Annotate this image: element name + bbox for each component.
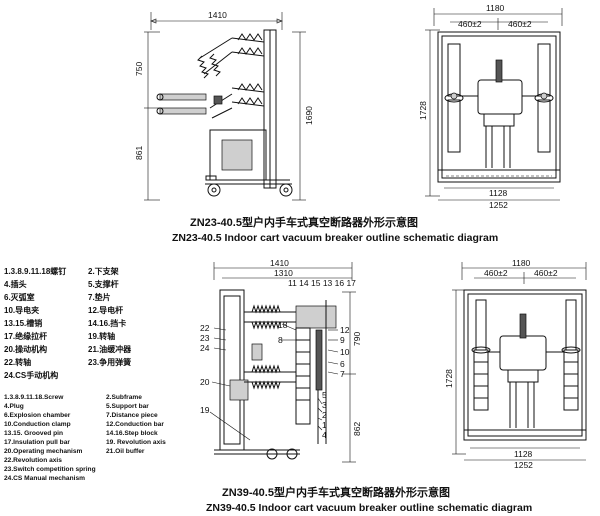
zn39-side-view: 1410 1310 11 14 15 13 16 17 790 862 (200, 258, 362, 463)
part-number: 6 (340, 359, 345, 369)
zn39-top-labels: 11 14 15 13 16 17 (288, 278, 356, 288)
legend-en-item: 10.Conduction clamp (4, 421, 71, 428)
legend-en-item: 14.16.Step block (106, 430, 158, 437)
part-number: 12 (340, 325, 350, 335)
zn23-front-right-half: 460±2 (508, 19, 532, 29)
zn39-front-left-half: 460±2 (484, 268, 508, 278)
zn39-inner-dim: 1310 (274, 268, 293, 278)
legend-en-item: 2.Subframe (106, 394, 142, 401)
legend-cn: 1.3.8.9.11.18螺钉 2.下支架 4.插头 5.支撑杆 6.灭弧室 7… (4, 266, 132, 380)
zn39-base-outer-dim: 1252 (514, 460, 533, 470)
legend-cn-item: 7.垫片 (88, 292, 111, 302)
part-number: 9 (340, 335, 345, 345)
legend-en-item: 19. Revolution axis (106, 439, 166, 446)
zn23-width-dim: 1410 (208, 10, 227, 20)
zn39-lower-insulator (244, 364, 296, 390)
zn39-upper-insulator (244, 304, 337, 330)
legend-en-item: 20.Operating mechanism (4, 448, 83, 455)
zn39-pole (295, 300, 327, 444)
legend-en-item: 4.Plug (4, 403, 24, 410)
legend-cn-item: 5.支撑杆 (88, 279, 119, 289)
part-number: 2 (322, 410, 327, 420)
zn23-base-outer-dim: 1252 (489, 200, 508, 210)
legend-cn-item: 1.3.8.9.11.18螺钉 (4, 266, 66, 276)
parts-legend: 1.3.8.9.11.18螺钉 2.下支架 4.插头 5.支撑杆 6.灭弧室 7… (4, 266, 166, 482)
legend-cn-item: 13.15.槽销 (4, 318, 42, 328)
legend-en-item: 5.Support bar (106, 403, 149, 410)
legend-en-item: 24.CS Manual mechanism (4, 475, 85, 482)
legend-en-item: 1.3.8.9.11.18.Screw (4, 394, 64, 401)
zn39-pole-right (561, 299, 581, 411)
zn23-base-inner-dim: 1128 (489, 188, 508, 198)
zn23-lower-dim: 861 (134, 146, 144, 160)
legend-en-item: 22.Revolution axis (4, 457, 62, 464)
legend-cn-item: 19.转轴 (88, 331, 115, 341)
zn23-pole-left (444, 43, 464, 153)
part-number: 20 (200, 377, 210, 387)
zn23-front-width-dim: 1180 (486, 3, 505, 13)
zn23-front-height-dim: 1728 (418, 101, 428, 120)
legend-en: 1.3.8.9.11.18.Screw 2.Subframe 4.Plug 5.… (4, 394, 166, 482)
legend-cn-item: 4.插头 (4, 279, 27, 289)
part-number: 10 (340, 347, 350, 357)
zn39-front-width-dim: 1180 (512, 258, 531, 268)
part-number: 7 (340, 369, 345, 379)
zn39-base-inner-dim: 1128 (514, 449, 533, 459)
zn23-upper-dim: 750 (134, 62, 144, 76)
legend-cn-item: 14.16.挡卡 (88, 318, 126, 328)
legend-en-item: 21.Oil buffer (106, 448, 145, 455)
zn39-caption-en: ZN39-40.5 Indoor cart vacuum breaker out… (206, 502, 532, 514)
zn39-width-dim: 1410 (270, 258, 289, 268)
legend-cn-item: 20.操动机构 (4, 344, 47, 354)
zn23-caption-en: ZN23-40.5 Indoor cart vacuum breaker out… (172, 232, 498, 244)
legend-cn-item: 24.CS手动机构 (4, 370, 58, 380)
part-number: 18 (278, 320, 288, 330)
legend-cn-item: 6.灭弧室 (4, 292, 35, 302)
legend-cn-item: 10.导电夹 (4, 305, 39, 315)
zn23-height-dim: 1690 (304, 106, 314, 125)
zn39-upper-dim: 790 (352, 332, 362, 346)
zn23-pole-center (460, 59, 538, 168)
part-number: 5 (322, 390, 327, 400)
legend-cn-item: 17.绝缘拉杆 (4, 331, 47, 341)
zn39-lower-dim: 862 (352, 422, 362, 436)
zn39-pole-center (486, 313, 564, 428)
legend-cn-item: 2.下支架 (88, 266, 119, 276)
part-number: 1 (322, 420, 327, 430)
zn23-upper-insulator (197, 33, 263, 79)
zn23-front-left-half: 460±2 (458, 19, 482, 29)
zn39-pole-left (471, 299, 491, 411)
legend-cn-item: 22.转轴 (4, 357, 31, 367)
zn39-front-view: 1180 460±2 460±2 1728 (444, 258, 587, 470)
legend-en-item: 6.Explosion chamber (4, 412, 71, 419)
part-number: 4 (322, 430, 327, 440)
zn39-front-height-dim: 1728 (444, 369, 454, 388)
part-number: 22 (200, 323, 210, 333)
legend-cn-item: 21.油缓冲器 (88, 344, 132, 354)
zn23-side-view: 1410 750 861 1690 (134, 10, 314, 201)
zn39-caption-cn: ZN39-40.5型户内手车式真空断路器外形示意图 (222, 485, 450, 499)
zn23-caption-cn: ZN23-40.5型户内手车式真空断路器外形示意图 (190, 215, 418, 229)
part-number: 23 (200, 333, 210, 343)
part-number: 19 (200, 405, 210, 415)
legend-cn-item: 12.导电杆 (88, 305, 123, 315)
zn23-pole-right (534, 43, 554, 153)
legend-en-item: 7.Distance piece (106, 412, 158, 419)
legend-en-item: 17.Insulation pull bar (4, 439, 70, 446)
zn39-front-right-half: 460±2 (534, 268, 558, 278)
legend-en-item: 23.Switch competition spring (4, 466, 96, 473)
zn23-front-view: 1180 460±2 460±2 1728 (418, 3, 563, 210)
part-number: 8 (278, 335, 283, 345)
part-number: 3 (322, 400, 327, 410)
legend-cn-item: 23.争用弹簧 (88, 357, 131, 367)
legend-en-item: 13.15. Grooved pin (4, 430, 63, 437)
part-number: 24 (200, 343, 210, 353)
legend-en-item: 12.Conduction bar (106, 421, 164, 428)
